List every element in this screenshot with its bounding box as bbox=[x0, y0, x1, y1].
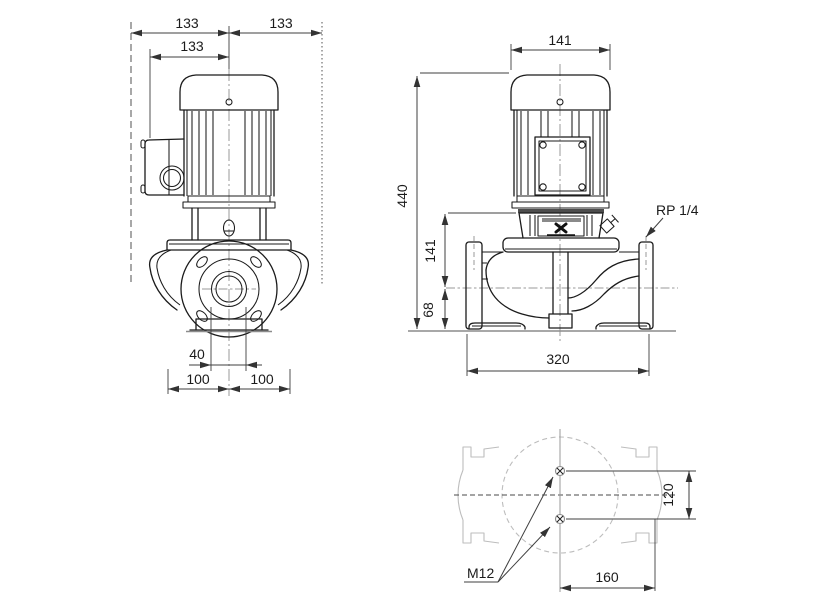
flange-ghost-right-top bbox=[620, 446, 658, 470]
pipe-flange-left bbox=[465, 241, 483, 330]
dim-label-440: 440 bbox=[394, 184, 410, 208]
foot-right bbox=[595, 322, 651, 330]
dim-label-133-left: 133 bbox=[175, 15, 199, 31]
dim-head-height: 141 bbox=[422, 212, 516, 287]
motor-fins-upper bbox=[540, 111, 580, 137]
cover-screw bbox=[539, 141, 547, 149]
pump-foot-front bbox=[186, 318, 272, 333]
nameplate-panel bbox=[537, 215, 585, 237]
flange-ghost-left-top bbox=[462, 446, 500, 470]
fan-cover-pin bbox=[556, 98, 564, 106]
terminal-box bbox=[140, 138, 185, 196]
pump-volute-side bbox=[408, 236, 676, 332]
cover-screw bbox=[539, 183, 547, 191]
hinge-lug-top bbox=[140, 139, 146, 149]
label-m12: M12 bbox=[467, 565, 494, 581]
fan-cover-pin bbox=[225, 98, 233, 106]
dim-center-to-flange: 160 bbox=[559, 569, 656, 592]
motor-fins bbox=[520, 111, 601, 195]
dim-port-center-height: 68 bbox=[420, 289, 449, 329]
label-rp14: RP 1/4 bbox=[656, 202, 699, 218]
dim-hole-spacing: 120 bbox=[660, 471, 693, 519]
pump-volute-front bbox=[148, 239, 310, 311]
flange-ghost-left-bottom bbox=[462, 520, 500, 544]
bolt-slot bbox=[250, 256, 262, 268]
bolt-hole-top bbox=[554, 465, 566, 477]
brand-mark-icon bbox=[554, 222, 568, 234]
head-flange bbox=[502, 237, 620, 253]
bolt-slot bbox=[250, 310, 262, 322]
motor-fan-cover-front bbox=[179, 74, 279, 111]
motor-stool-side bbox=[511, 195, 610, 213]
pump-head-side bbox=[502, 212, 620, 253]
dim-label-160: 160 bbox=[595, 569, 619, 585]
dim-label-141-side: 141 bbox=[422, 239, 438, 263]
drain-boss bbox=[548, 251, 573, 329]
dim-label-68: 68 bbox=[420, 302, 436, 318]
dim-label-133-box: 133 bbox=[180, 38, 204, 54]
bolt-hole-bottom bbox=[554, 513, 566, 525]
cover-screw bbox=[578, 141, 586, 149]
dim-label-120: 120 bbox=[660, 483, 676, 507]
motor-body-front bbox=[183, 109, 275, 197]
top-view: 120 160 M12 bbox=[454, 429, 696, 592]
dim-label-141-top: 141 bbox=[548, 32, 572, 48]
dim-motor-width: 141 bbox=[510, 32, 611, 70]
priming-plug bbox=[222, 219, 236, 237]
dim-port-bore: 40 bbox=[189, 307, 262, 371]
callout-bolt-thread: M12 bbox=[464, 476, 554, 583]
callout-pressure-port: RP 1/4 bbox=[645, 202, 699, 238]
hinge-lug-bottom bbox=[140, 184, 146, 194]
side-view: 141 440 141 68 bbox=[394, 32, 699, 376]
pipe-flange-right bbox=[638, 241, 654, 330]
dim-label-100-left: 100 bbox=[186, 371, 210, 387]
bolt-slot bbox=[196, 256, 208, 268]
front-view: 133 133 133 bbox=[130, 15, 323, 396]
bolt-slot bbox=[196, 310, 208, 322]
vent-screw-icon bbox=[599, 214, 619, 234]
motor-body-side bbox=[513, 109, 608, 197]
dim-terminal-box-width: 133 bbox=[149, 38, 230, 61]
motor-fins bbox=[191, 111, 267, 195]
dim-flange-to-flange: 320 bbox=[466, 334, 650, 376]
dim-overall-height: 440 bbox=[394, 72, 509, 329]
terminal-cover-plate bbox=[534, 136, 591, 196]
dim-overall-width: 133 133 bbox=[130, 15, 322, 37]
motor-stool-front bbox=[182, 195, 276, 241]
nameplate bbox=[542, 218, 581, 222]
dim-label-40: 40 bbox=[189, 346, 205, 362]
flange-ghost-right-bottom bbox=[620, 520, 658, 544]
dim-foot-width: 100 100 bbox=[167, 369, 291, 394]
dim-label-100-right: 100 bbox=[250, 371, 274, 387]
cable-gland-icon bbox=[159, 165, 185, 191]
gasket-band bbox=[518, 209, 604, 213]
dim-label-133-right: 133 bbox=[269, 15, 293, 31]
dim-label-320: 320 bbox=[546, 351, 570, 367]
foot-left bbox=[468, 322, 526, 330]
cover-screw bbox=[578, 183, 586, 191]
motor-fan-cover-side bbox=[510, 74, 611, 111]
